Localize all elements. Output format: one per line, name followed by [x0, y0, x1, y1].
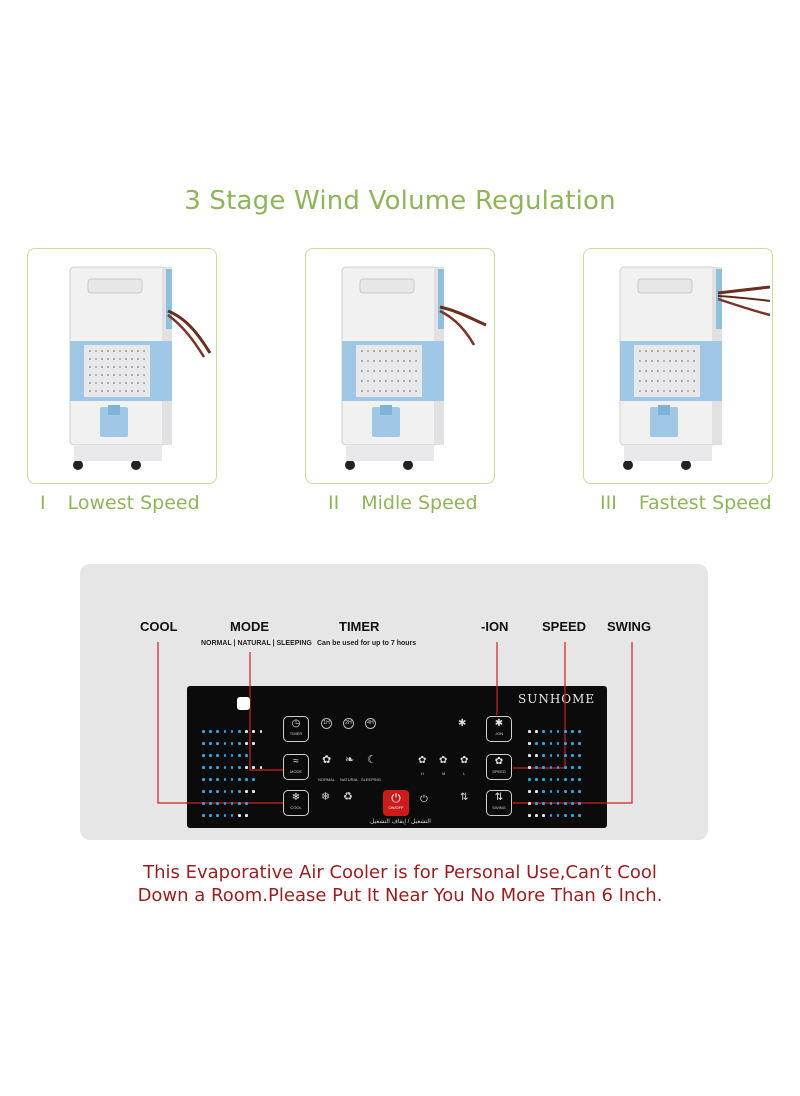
stage-caption-fastest: III Fastest Speed — [600, 492, 772, 514]
stage-card-fastest — [583, 248, 773, 484]
power-button[interactable]: ⏻ ON/OFF — [383, 790, 409, 816]
led-row — [528, 720, 586, 738]
swing-icon: ⇅ — [494, 792, 504, 803]
led-row — [202, 744, 252, 762]
led-row — [528, 792, 586, 810]
timer-4h-indicator: 4H — [365, 718, 376, 729]
speed-button[interactable]: ✿ SPEED — [486, 754, 512, 780]
ion-button-label: -ION — [494, 731, 504, 736]
swing-button[interactable]: ⇅ SWING — [486, 790, 512, 816]
fan-high-icon: ✿ — [418, 755, 427, 766]
mode-natural-label: NATURAL — [340, 777, 359, 782]
led-row — [528, 744, 586, 762]
label-speed: SPEED — [542, 619, 587, 634]
led-row — [528, 780, 586, 798]
usage-note-line-1: This Evaporative Air Cooler is for Perso… — [143, 862, 657, 883]
led-row — [528, 804, 586, 822]
led-row — [202, 732, 260, 750]
cool-button[interactable]: ❄ COOL — [283, 790, 309, 816]
timer-note: Can be used for up to 7 hours — [317, 640, 417, 647]
fan-icon: ✿ — [322, 754, 332, 766]
fan-low-icon: ✿ — [460, 755, 469, 766]
water-tank-icon: ♻ — [343, 791, 353, 803]
led-row — [202, 720, 267, 738]
label-cool: COOL — [140, 619, 178, 634]
label-timer: TIMER — [339, 619, 380, 634]
stage-label: Fastest Speed — [638, 492, 772, 514]
swing-button-label: SWING — [492, 805, 506, 810]
stage-label: Midle Speed — [361, 492, 478, 514]
stage-card-middle — [305, 248, 495, 484]
led-row — [202, 804, 252, 822]
brand-logo: SUNHOME — [518, 692, 596, 706]
label-ion: -ION — [481, 619, 509, 634]
clock-icon: ◷ — [291, 718, 301, 729]
led-row — [202, 768, 260, 786]
timer-button-label: TIMER — [289, 731, 303, 736]
timer-2h-indicator: 2H — [343, 718, 354, 729]
label-mode: MODE — [230, 619, 269, 634]
leaf-icon: ❧ — [345, 754, 355, 766]
mode-button-label: MODE — [290, 769, 302, 774]
stage-card-lowest — [27, 248, 217, 484]
ion-icon: ✱ — [494, 718, 504, 729]
power-icon: ⏻ — [391, 791, 401, 805]
cool-button-label: COOL — [290, 805, 302, 810]
led-row — [528, 768, 586, 786]
swing-indicator-icon: ⇅ — [460, 792, 469, 803]
snowflake-icon: ❄ — [291, 792, 301, 803]
led-row — [202, 780, 260, 798]
ion-button[interactable]: ✱ -ION — [486, 716, 512, 742]
speed-button-label: SPEED — [492, 769, 506, 774]
usage-note-line-2: Down a Room.Please Put It Near You No Mo… — [137, 885, 663, 906]
stage-number: I — [40, 492, 46, 514]
mode-sleeping-label: SLEEPING — [361, 777, 382, 782]
stage-caption-lowest: I Lowest Speed — [40, 492, 200, 514]
led-row — [528, 756, 586, 774]
led-row — [202, 756, 267, 774]
ion-indicator-icon: ✱ — [458, 718, 467, 729]
air-cooler-image-fastest — [619, 266, 771, 470]
fan-medium-icon: ✿ — [439, 755, 448, 766]
led-row — [528, 732, 586, 750]
moon-icon: ☾ — [367, 754, 377, 766]
power-label-arabic: التشغيل / إيقاف التشغيل — [370, 819, 431, 825]
standby-icon: ⏻ — [420, 794, 428, 805]
snowflake-icon: ❄ — [321, 791, 331, 803]
stage-number: III — [600, 492, 617, 514]
speed-medium-label: M — [442, 771, 446, 776]
label-swing: SWING — [607, 619, 652, 634]
mode-normal-label: NORMAL — [318, 777, 336, 782]
speed-low-label: L — [463, 771, 466, 776]
fan-icon: ✿ — [494, 756, 504, 767]
air-cooler-image-lowest — [69, 266, 212, 470]
stage-caption-middle: II Midle Speed — [328, 492, 478, 514]
speed-high-label: H — [421, 771, 424, 776]
power-button-label: ON/OFF — [388, 805, 404, 810]
timer-button[interactable]: ◷ TIMER — [283, 716, 309, 742]
mode-options: NORMAL | NATURAL | SLEEPING — [201, 640, 312, 647]
led-row — [202, 792, 252, 810]
stage-label: Lowest Speed — [67, 492, 200, 514]
page-title: 3 Stage Wind Volume Regulation — [184, 186, 616, 216]
timer-1h-indicator: 1H — [321, 718, 332, 729]
air-cooler-image-middle — [341, 266, 487, 470]
mode-button[interactable]: ≈ MODE — [283, 754, 309, 780]
stage-number: II — [328, 492, 340, 514]
wind-icon: ≈ — [293, 756, 299, 767]
